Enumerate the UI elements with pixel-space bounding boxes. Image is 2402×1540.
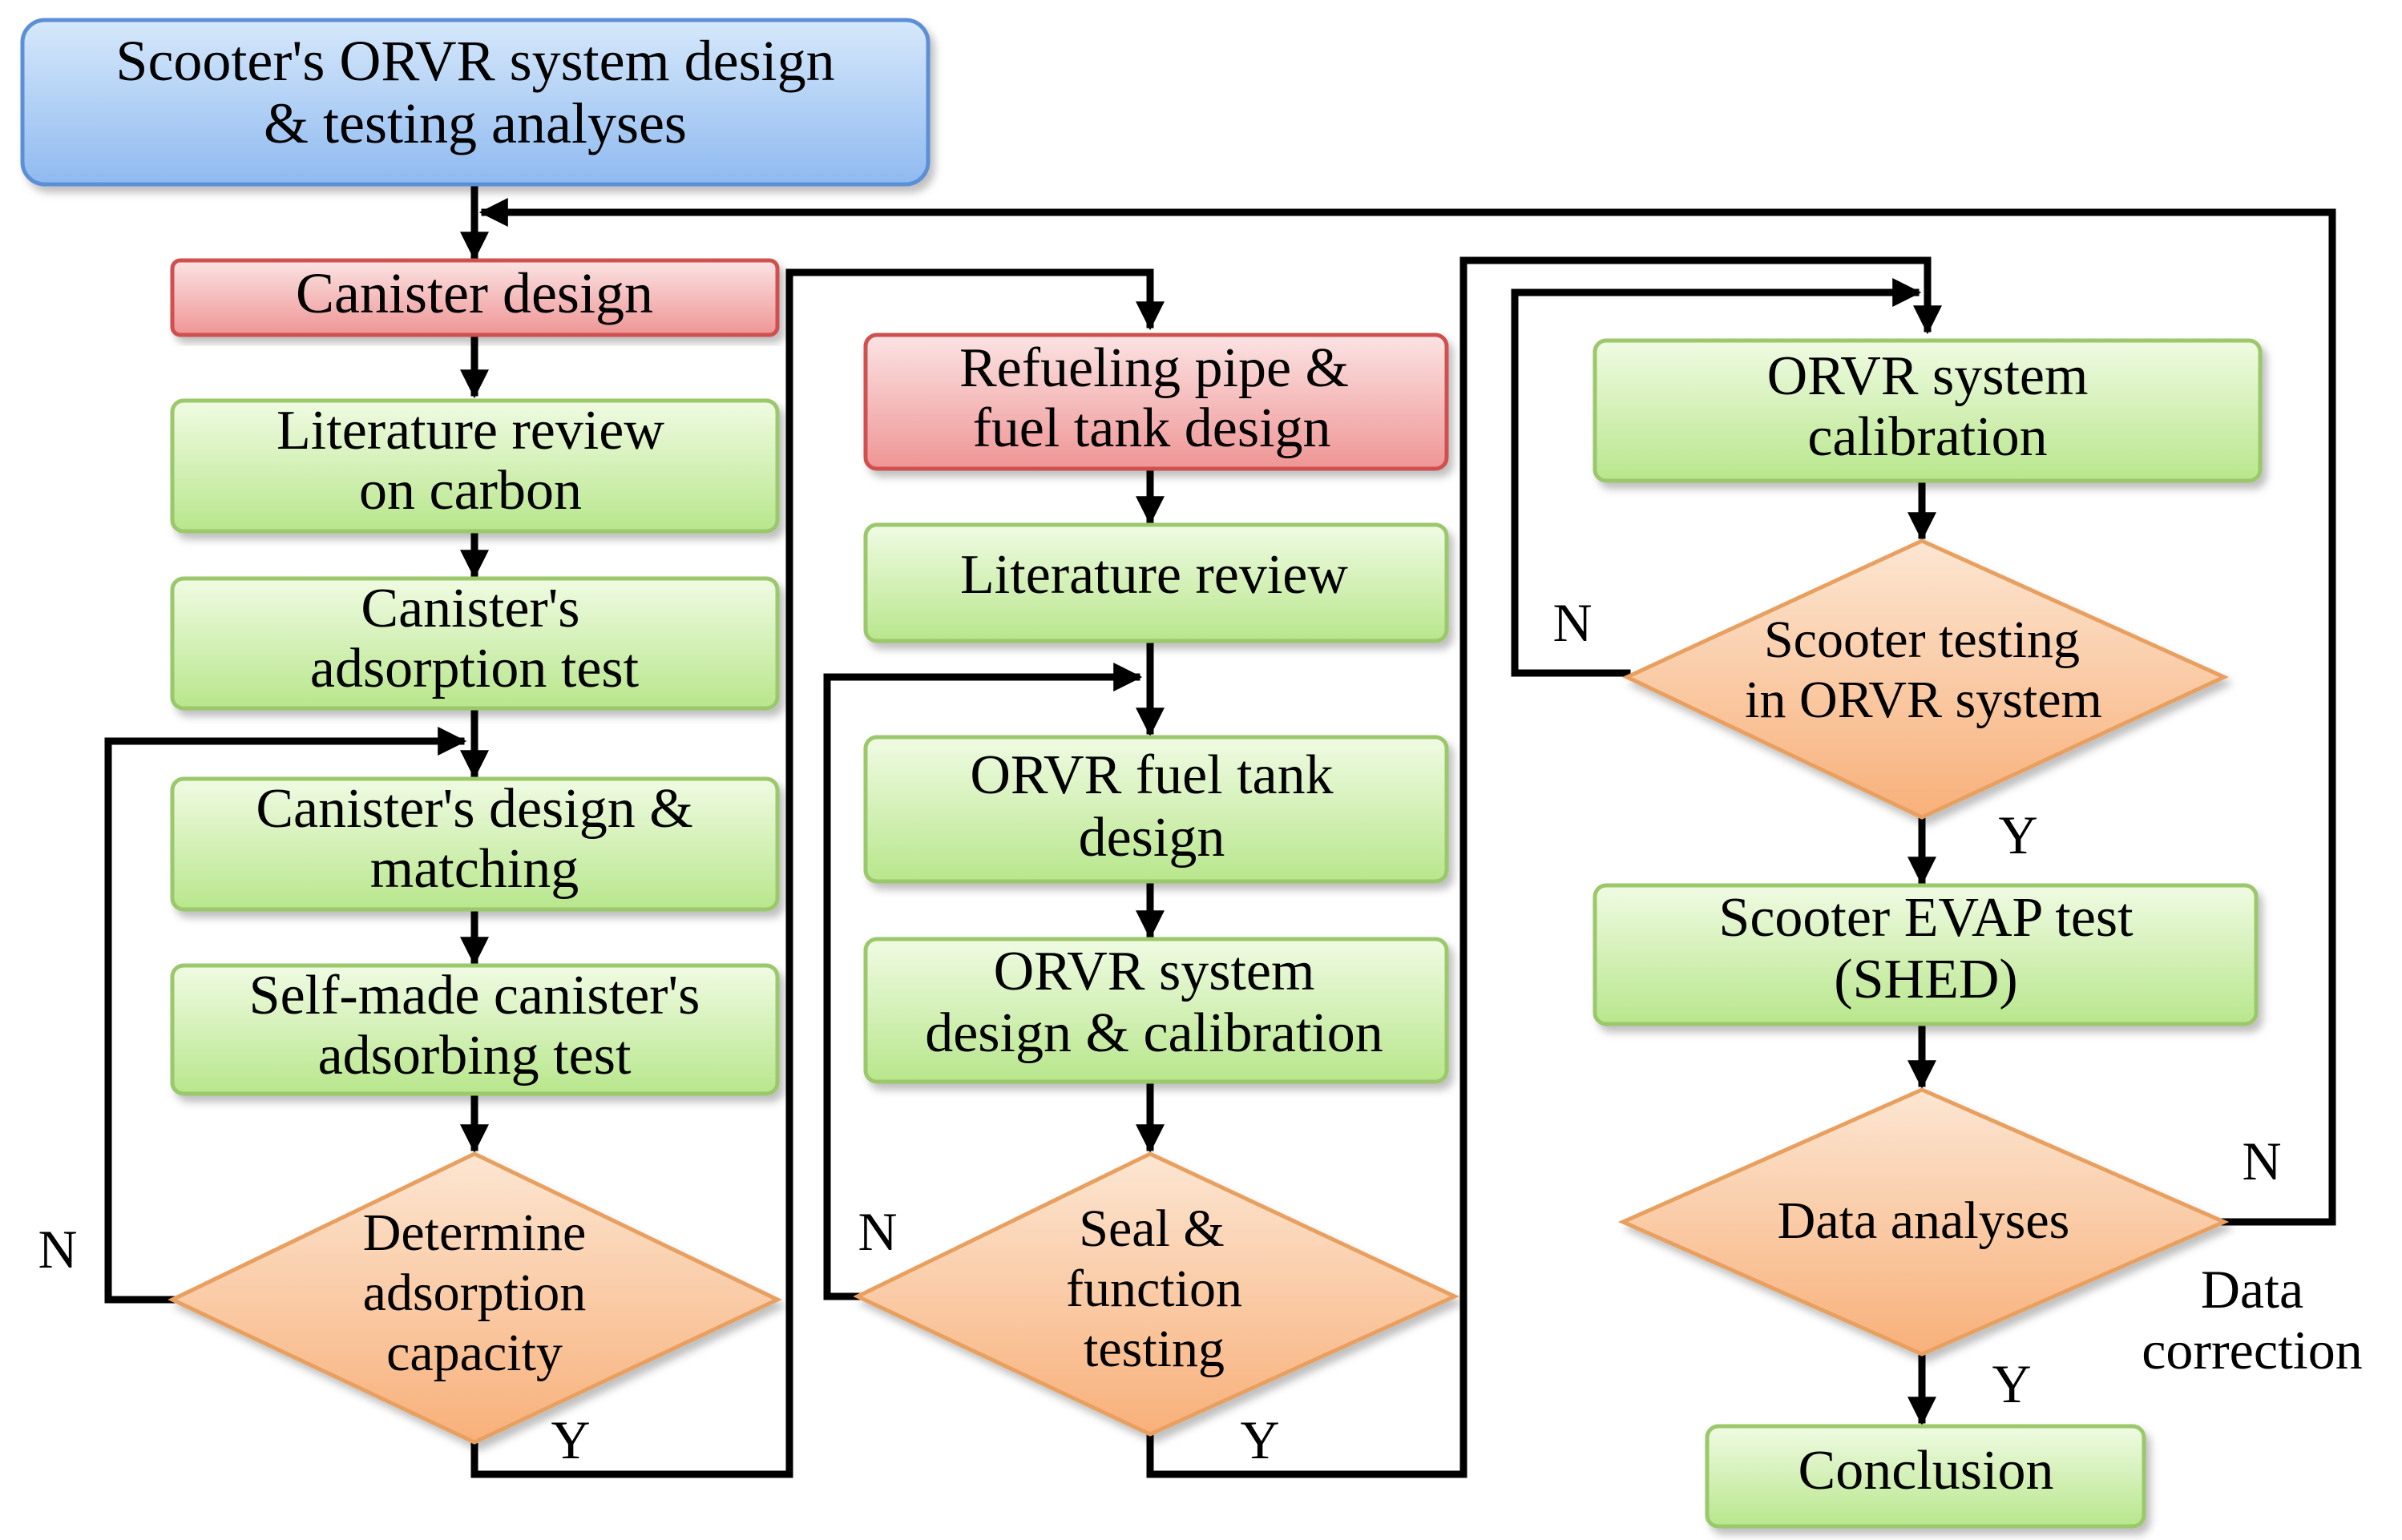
title-box-shape — [20, 18, 931, 187]
col3-no-label-data: N — [2242, 1131, 2281, 1191]
col3-no-label-testing: N — [1552, 592, 1592, 653]
system-design-line-1: ORVR system — [994, 941, 1315, 1002]
system-calibration-box: ORVR system calibration — [1593, 338, 2263, 483]
link-col2-to-col3 — [1146, 256, 1942, 1478]
data-correction-line-2: correction — [2142, 1320, 2363, 1381]
lit-review-shape — [863, 522, 1449, 643]
fuel-tank-design-line-2: design — [1079, 807, 1225, 869]
loop-n-decision1 — [104, 727, 467, 1304]
col2-yes-label: Y — [1240, 1409, 1279, 1470]
decision-adsorption-capacity: Determine adsorption capacity — [168, 1151, 782, 1445]
loop-n-decision3 — [1511, 278, 1922, 677]
decision-adsorption-shape — [168, 1151, 782, 1445]
refueling-design-line-2: fuel tank design — [972, 397, 1330, 459]
fuel-tank-design-shape — [863, 735, 1449, 884]
refueling-design-line-1: Refueling pipe & — [959, 337, 1349, 399]
col3-yes-label-testing: Y — [1998, 804, 2037, 865]
fuel-tank-design-line-1: ORVR fuel tank — [970, 744, 1333, 806]
selfmade-test-shape — [170, 963, 780, 1096]
loop-data-correction — [478, 198, 2336, 1226]
decision-adsorption-line-2: adsorption — [363, 1264, 587, 1322]
decision-scooter-testing-line-2: in ORVR system — [1745, 671, 2102, 729]
canister-design-shape — [170, 258, 780, 337]
design-matching-shape — [170, 776, 780, 912]
title-line-1: Scooter's ORVR system design — [115, 29, 834, 93]
title-box: Scooter's ORVR system design & testing a… — [20, 18, 931, 187]
evap-test-line-1: Scooter EVAP test — [1718, 887, 2134, 949]
title-line-2: & testing analyses — [264, 91, 687, 155]
decision-scooter-testing: Scooter testing in ORVR system — [1622, 538, 2230, 820]
decision-data-analyses: Data analyses — [1617, 1087, 2230, 1357]
evap-test-shape — [1593, 883, 2259, 1026]
decision-scooter-testing-line-1: Scooter testing — [1764, 611, 2080, 669]
decision-data-analyses-shape — [1617, 1087, 2230, 1357]
evap-test-box: Scooter EVAP test (SHED) — [1593, 883, 2259, 1026]
conclusion-shape — [1705, 1424, 2146, 1529]
system-calibration-line-2: calibration — [1807, 406, 2047, 468]
col1-yes-label: Y — [551, 1409, 590, 1470]
refueling-design-box: Refueling pipe & fuel tank design — [863, 333, 1449, 471]
decision-seal-function: Seal & function testing — [853, 1151, 1459, 1437]
system-design-shape — [863, 937, 1449, 1084]
adsorption-test-line-2: adsorption test — [310, 638, 640, 699]
conclusion-box: Conclusion — [1705, 1424, 2146, 1529]
decision-scooter-testing-shape — [1622, 538, 2230, 820]
decision-adsorption-line-1: Determine — [363, 1203, 587, 1262]
link-col1-to-col2 — [470, 268, 1165, 1478]
adsorption-test-line-1: Canister's — [361, 578, 579, 639]
system-design-box: ORVR system design & calibration — [863, 937, 1449, 1084]
system-calibration-line-1: ORVR system — [1767, 345, 2089, 407]
evap-test-line-2: (SHED) — [1834, 949, 2017, 1010]
lit-review-carbon-line-2: on carbon — [359, 460, 582, 522]
conclusion-label: Conclusion — [1798, 1440, 2054, 1502]
canister-design-label: Canister design — [296, 261, 653, 325]
system-design-line-2: design & calibration — [925, 1002, 1383, 1064]
lit-review-box: Literature review — [863, 522, 1449, 643]
design-matching-box: Canister's design & matching — [170, 776, 780, 912]
adsorption-test-box: Canister's adsorption test — [170, 576, 780, 711]
col1-no-label: N — [38, 1219, 77, 1280]
lit-review-label: Literature review — [960, 544, 1348, 606]
design-matching-line-1: Canister's design & — [256, 778, 692, 840]
canister-design-box: Canister design — [170, 258, 780, 337]
decision-adsorption-line-3: capacity — [386, 1324, 563, 1382]
flow-lines — [104, 180, 2336, 1478]
decision-data-analyses-label: Data analyses — [1778, 1191, 2070, 1250]
decision-seal-line-3: testing — [1084, 1320, 1225, 1378]
selfmade-test-box: Self-made canister's adsorbing test — [170, 963, 780, 1096]
loop-n-decision2 — [823, 663, 1143, 1300]
data-correction-line-1: Data — [2201, 1259, 2303, 1320]
decision-seal-line-1: Seal & — [1079, 1199, 1224, 1258]
lit-review-carbon-box: Literature review on carbon — [170, 398, 780, 534]
decision-seal-shape — [853, 1151, 1459, 1437]
selfmade-test-line-2: adsorbing test — [318, 1025, 632, 1086]
decision-seal-line-2: function — [1066, 1260, 1242, 1318]
col2-no-label: N — [858, 1201, 897, 1262]
fuel-tank-design-box: ORVR fuel tank design — [863, 735, 1449, 884]
adsorption-test-shape — [170, 576, 780, 711]
refueling-design-shape — [863, 333, 1449, 471]
selfmade-test-line-1: Self-made canister's — [249, 965, 700, 1026]
system-calibration-shape — [1593, 338, 2263, 483]
lit-review-carbon-line-1: Literature review — [277, 400, 664, 462]
col3-yes-label-data: Y — [1992, 1353, 2031, 1414]
design-matching-line-2: matching — [370, 838, 579, 900]
lit-review-carbon-shape — [170, 398, 780, 534]
